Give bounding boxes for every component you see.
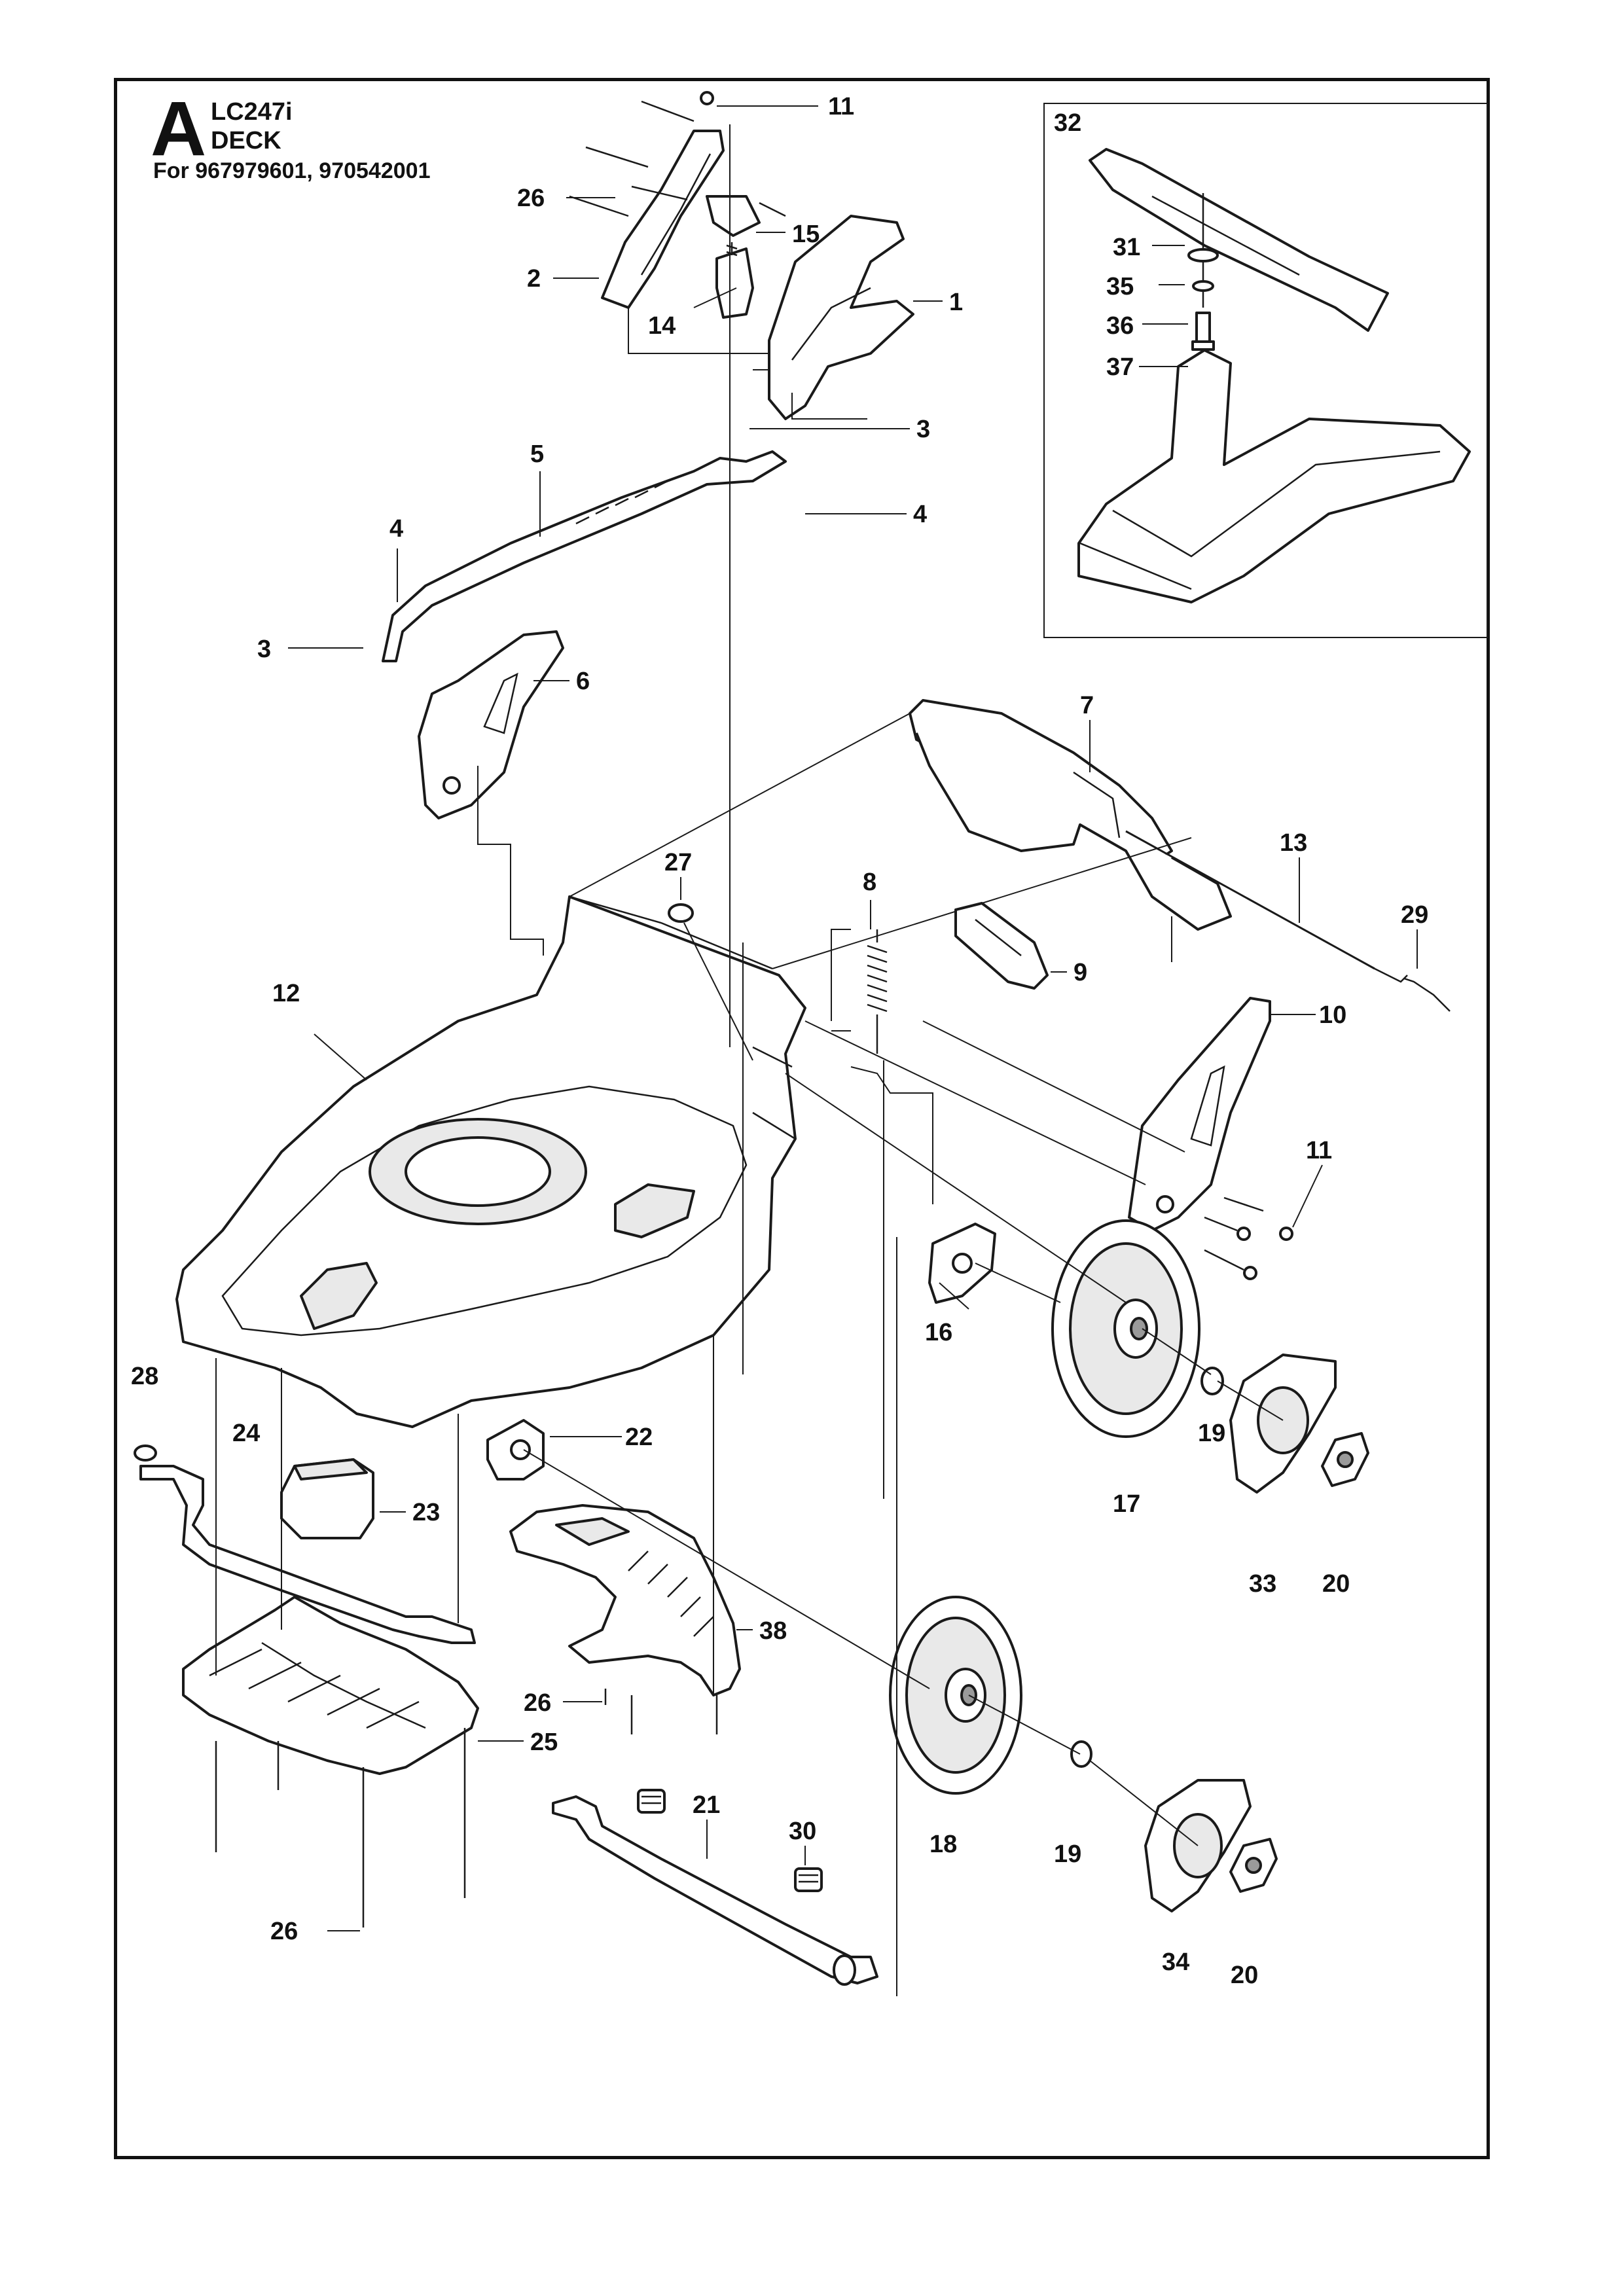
assembly-guide-lines (215, 124, 1284, 1996)
applicable-part-numbers: For 967979601, 970542001 (153, 158, 431, 183)
callout-19-upper: 19 (1198, 1420, 1225, 1447)
nut-part-27 (668, 903, 753, 1061)
callout-6: 6 (576, 668, 590, 695)
callout-11-top: 11 (828, 93, 854, 120)
callout-32: 32 (1054, 109, 1081, 137)
callout-20-upper: 20 (1322, 1570, 1350, 1598)
cover-part-23 (280, 1458, 374, 1539)
callout-33: 33 (1249, 1570, 1276, 1598)
callout-28: 28 (131, 1363, 158, 1390)
callout-9: 9 (1074, 959, 1087, 986)
callout-26-middle: 26 (524, 1689, 551, 1717)
plate-6-guide (477, 766, 544, 956)
rear-axle-part-21 (552, 1795, 878, 1986)
callout-25: 25 (530, 1729, 558, 1756)
callout-13: 13 (1280, 829, 1307, 857)
callout-27: 27 (664, 849, 692, 876)
callout-4-left: 4 (389, 515, 403, 543)
callout-36: 36 (1106, 312, 1134, 340)
callout-35: 35 (1106, 273, 1134, 300)
rod-part-13 (1125, 830, 1375, 970)
spring-washer-part-36 (1192, 280, 1214, 292)
latch-part-14 (715, 242, 754, 319)
wheel-cap-part-33 (1229, 1354, 1337, 1494)
mower-deck-part-12 (175, 895, 806, 1428)
callout-leader-lines (288, 105, 1418, 1931)
screws-part-11-plate (1204, 1196, 1293, 1280)
callout-16: 16 (925, 1319, 952, 1346)
hub-part-19-lower (1070, 1740, 1092, 1768)
model-name: LC247i (211, 98, 293, 126)
callout-17: 17 (1113, 1490, 1140, 1518)
callout-22: 22 (625, 1424, 653, 1451)
callout-26-bottom: 26 (270, 1918, 298, 1945)
drawing-frame (114, 78, 1490, 2159)
blade-tool-holder (1077, 349, 1471, 603)
height-plate-part-6 (418, 630, 564, 819)
callout-38: 38 (759, 1617, 787, 1645)
wheel-bracket-part-16 (928, 1223, 996, 1304)
callout-19-lower: 19 (1054, 1840, 1081, 1868)
section-title: DECK (211, 127, 281, 154)
clip-part-30-lower (794, 1867, 823, 1892)
callout-15: 15 (792, 221, 820, 248)
handle-bracket-part-1 (768, 215, 914, 420)
callout-34: 34 (1162, 1948, 1189, 1976)
front-bracket-part-25 (182, 1596, 479, 1775)
callout-10: 10 (1319, 1001, 1346, 1029)
callout-4-right: 4 (913, 501, 927, 528)
callout-labels: 11 26 15 14 1 2 3 4 5 4 3 6 7 13 29 8 27… (131, 93, 1428, 1989)
screws-part-26-bottom (215, 1689, 718, 1928)
washer-part-28 (134, 1444, 157, 1462)
callout-26-top: 26 (517, 185, 545, 212)
callout-37: 37 (1106, 353, 1134, 381)
wheel-nut-part-20-upper (1321, 1432, 1369, 1487)
callout-12: 12 (272, 980, 300, 1007)
callout-11-right: 11 (1306, 1137, 1332, 1164)
wheel-bracket-part-22 (486, 1419, 545, 1480)
callout-18: 18 (929, 1831, 957, 1858)
handle-bracket-part-2 (601, 130, 725, 309)
handle-assembly-guide (628, 308, 867, 420)
section-letter: A (151, 86, 207, 172)
callout-21: 21 (693, 1791, 720, 1819)
blade-bolt-part-37 (1191, 312, 1215, 351)
clip-part-30-upper (637, 1789, 666, 1814)
wheel-part-17 (1051, 1219, 1200, 1438)
spring-part-8 (831, 929, 888, 1054)
callout-30: 30 (789, 1818, 816, 1845)
height-plate-part-10 (1128, 997, 1271, 1232)
callout-29: 29 (1401, 901, 1428, 929)
washer-part-35 (1187, 248, 1219, 262)
spring-part-29 (1374, 967, 1451, 1012)
callout-7: 7 (1080, 692, 1094, 719)
callout-31: 31 (1113, 234, 1140, 261)
callout-3-top: 3 (916, 416, 930, 443)
callout-1: 1 (949, 289, 963, 316)
wheel-nut-part-20-lower (1229, 1838, 1278, 1893)
height-adjuster-rod-part-5 (382, 450, 787, 662)
rear-deflector-part-38 (509, 1504, 741, 1696)
lever-part-15 (706, 195, 786, 237)
wheel-part-18 (889, 1596, 1022, 1795)
screws-part-11-26 (569, 91, 714, 217)
callout-5: 5 (530, 440, 544, 468)
blade-inset-box (1043, 103, 1488, 638)
callout-8: 8 (863, 869, 876, 896)
front-axle-part-24 (139, 1465, 476, 1644)
callout-23: 23 (412, 1499, 440, 1526)
callout-2: 2 (527, 265, 541, 293)
latch-plate-part-9 (954, 902, 1049, 990)
callout-14: 14 (648, 312, 676, 340)
callout-24: 24 (232, 1420, 260, 1447)
callout-20-lower: 20 (1231, 1962, 1258, 1989)
callout-3-left: 3 (257, 636, 271, 663)
hub-part-19-upper (1200, 1367, 1224, 1395)
grass-chute-frame-part-7 (909, 699, 1232, 931)
